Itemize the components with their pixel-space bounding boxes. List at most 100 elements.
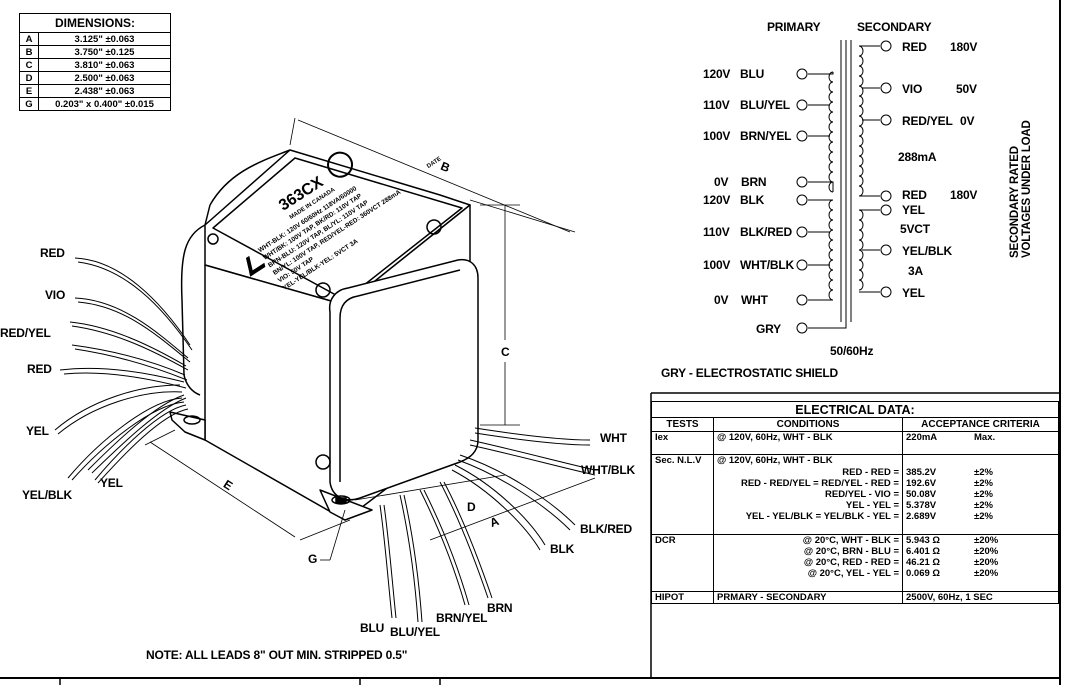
primary-tap-volt: 110V <box>703 98 730 112</box>
electrical-row: @ 20°C, YEL - YEL =0.069 Ω±20% <box>651 568 1059 580</box>
lead-label-blu-yel: BLU/YEL <box>390 625 440 639</box>
test-cell <box>651 568 714 580</box>
condition-cell: @ 20°C, YEL - YEL = <box>713 568 903 580</box>
condition-cell <box>713 443 903 456</box>
dimension-lines <box>144 117 596 561</box>
secondary-tap-color: RED/YEL <box>902 114 953 128</box>
dimension-key: B <box>19 45 39 59</box>
primary-tap-color: WHT/BLK <box>740 258 794 272</box>
lead-label-yel-blk: YEL/BLK <box>22 488 72 502</box>
secondary-tap-volt: 0V <box>960 114 975 128</box>
side-note: SECONDARY RATED VOLTAGES UNDER LOAD <box>1009 98 1033 258</box>
lead-label-red-yel: RED/YEL <box>0 326 51 340</box>
condition-cell: @ 20°C, WHT - BLK = <box>713 534 903 546</box>
lv-current-label: 3A <box>908 264 923 278</box>
test-cell <box>651 477 714 489</box>
freq-label: 50/60Hz <box>830 344 874 358</box>
tolerance-cell: ±2% <box>971 477 1059 489</box>
test-cell: Sec. N.L.V <box>651 454 714 467</box>
value-cell: 5.378V <box>902 500 971 512</box>
lead-label-red-2: RED <box>27 362 52 376</box>
dimension-key: E <box>19 84 39 98</box>
dim-label-c: C <box>501 345 510 359</box>
electrical-data-table: ELECTRICAL DATA: TESTS CONDITIONS ACCEPT… <box>651 401 1059 604</box>
condition-cell: YEL - YEL/BLK = YEL/BLK - YEL = <box>713 511 903 523</box>
schematic-primary-title: PRIMARY <box>767 20 821 34</box>
bottom-lead-wires <box>379 481 493 623</box>
primary-tap-volt: 120V <box>703 67 731 81</box>
tolerance-cell: Max. <box>971 431 1059 444</box>
electrical-row: RED - RED =385.2V±2% <box>651 466 1059 478</box>
left-lead-wires <box>54 257 193 484</box>
dimension-value: 3.125" ±0.063 <box>38 32 171 46</box>
tolerance-cell: ±20% <box>971 557 1059 569</box>
lead-label-vio: VIO <box>45 288 66 302</box>
test-cell <box>651 545 714 558</box>
test-cell <box>651 500 714 512</box>
electrical-row: DCR@ 20°C, WHT - BLK =5.943 Ω±20% <box>651 534 1059 546</box>
value-cell: 2500V, 60Hz, 1 SEC <box>902 591 1059 604</box>
right-lead-wires <box>451 427 596 551</box>
secondary-tap-color: VIO <box>902 82 923 96</box>
electrical-row: Sec. N.L.V@ 120V, 60Hz, WHT - BLK <box>651 454 1059 467</box>
value-cell <box>902 443 971 456</box>
tolerance-cell: ±2% <box>971 488 1059 501</box>
secondary-tap-volt: 180V <box>950 188 978 202</box>
value-cell: 6.401 Ω <box>902 545 971 558</box>
test-cell: DCR <box>651 534 714 546</box>
primary-tap-color: WHT <box>741 293 768 307</box>
lead-label-blk-red: BLK/RED <box>580 522 632 536</box>
lv-rating-label: 5VCT <box>900 222 930 236</box>
condition-cell <box>713 579 903 592</box>
test-cell <box>651 522 714 535</box>
dimension-value: 3.810" ±0.063 <box>38 58 171 72</box>
dimension-value: 3.750" ±0.125 <box>38 45 171 59</box>
electrical-row <box>651 443 1059 456</box>
value-cell: 5.943 Ω <box>902 534 971 546</box>
test-cell <box>651 511 714 523</box>
value-cell: 46.21 Ω <box>902 557 971 569</box>
electrical-row: YEL - YEL/BLK = YEL/BLK - YEL =2.689V±2% <box>651 511 1059 523</box>
condition-cell <box>713 522 903 535</box>
dimension-value: 2.500" ±0.063 <box>38 71 171 85</box>
lead-label-wht-blk: WHT/BLK <box>581 463 635 477</box>
secondary-tap-color: YEL <box>902 286 925 300</box>
value-cell <box>902 579 971 592</box>
tolerance-cell: ±2% <box>971 500 1059 512</box>
primary-tap-volt: 100V <box>703 129 731 143</box>
tolerance-cell <box>971 454 1059 467</box>
value-cell: 0.069 Ω <box>902 568 971 580</box>
condition-cell: PRMARY - SECONDARY <box>713 591 903 604</box>
electrical-row: RED/YEL - VIO =50.08V±2% <box>651 488 1059 501</box>
test-cell <box>651 579 714 592</box>
test-cell: Iex <box>651 431 714 444</box>
value-cell: 220mA <box>902 431 971 444</box>
primary-tap-color: BRN <box>741 175 767 189</box>
secondary-tap-color: YEL <box>902 203 925 217</box>
test-cell: HIPOT <box>651 591 714 604</box>
shield-note: GRY - ELECTROSTATIC SHIELD <box>661 366 839 380</box>
gry-label: GRY <box>756 322 781 336</box>
lead-label-brn-yel: BRN/YEL <box>436 611 488 625</box>
dimension-value: 0.203" x 0.400" ±0.015 <box>38 97 171 111</box>
value-cell: 192.6V <box>902 477 971 489</box>
primary-tap-volt: 110V <box>703 225 730 239</box>
secondary-tap-volt: 180V <box>950 40 978 54</box>
test-cell <box>651 466 714 478</box>
condition-cell: RED - RED = <box>713 466 903 478</box>
dim-label-g: G <box>308 552 318 566</box>
secondary-tap-volt: 50V <box>956 82 977 96</box>
header-conditions: CONDITIONS <box>713 417 903 432</box>
dimension-value: 2.438" ±0.063 <box>38 84 171 98</box>
side-note-line1: SECONDARY RATED <box>1009 146 1021 258</box>
condition-cell: @ 120V, 60Hz, WHT - BLK <box>713 454 903 467</box>
primary-tap-color: BLU/YEL <box>740 98 790 112</box>
tolerance-cell <box>971 522 1059 535</box>
